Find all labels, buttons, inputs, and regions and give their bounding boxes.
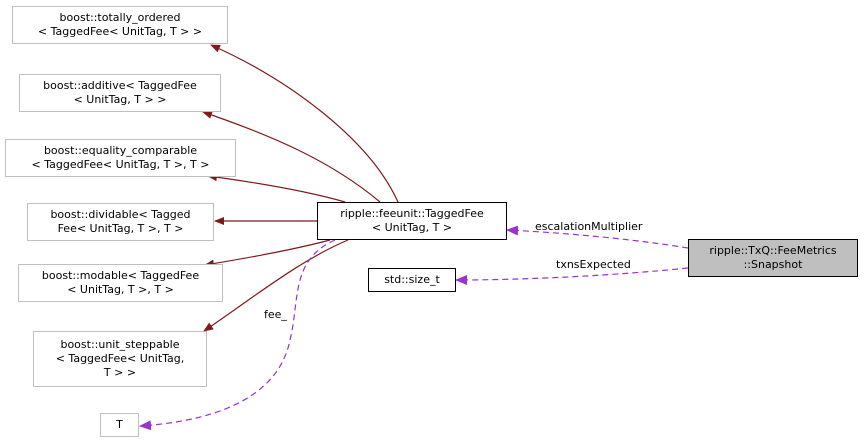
node-boost-additive[interactable]: boost::additive< TaggedFee < UnitTag, T … xyxy=(19,74,221,112)
edge-equality-comparable xyxy=(207,173,346,203)
node-label-line1: ripple::TxQ::FeeMetrics xyxy=(709,244,837,257)
node-label-line2: < UnitTag, T > xyxy=(371,221,453,234)
node-label-line1: boost::unit_steppable xyxy=(60,338,180,351)
edge-escalation-multiplier xyxy=(506,225,689,249)
node-label-line1: boost::dividable< Tagged xyxy=(50,208,191,221)
node-label-line2: < TaggedFee< UnitTag, T > > xyxy=(37,25,203,38)
node-label-line1: boost::equality_comparable xyxy=(43,144,198,157)
edge-unit-steppable xyxy=(203,239,349,332)
node-label-line2: < UnitTag, T >, T > xyxy=(67,283,174,296)
node-boost-totally-ordered[interactable]: boost::totally_ordered < TaggedFee< Unit… xyxy=(12,6,228,44)
node-label-line2: < UnitTag, T > > xyxy=(73,93,167,106)
node-label-line1: boost::totally_ordered xyxy=(59,11,181,24)
node-label-line1: std::size_t xyxy=(384,273,440,286)
node-boost-dividable[interactable]: boost::dividable< Tagged Fee< UnitTag, T… xyxy=(27,203,214,241)
node-label-line1: T xyxy=(116,418,123,431)
edge-label-escalation-multiplier: escalationMultiplier xyxy=(535,220,643,233)
node-boost-equality-comparable[interactable]: boost::equality_comparable < TaggedFee< … xyxy=(5,139,236,177)
edge-txns-expected xyxy=(455,267,689,285)
node-label-line3: T > > xyxy=(103,366,137,379)
edge-totally-ordered xyxy=(210,44,399,203)
node-T[interactable]: T xyxy=(100,413,139,437)
node-boost-unit-steppable[interactable]: boost::unit_steppable < TaggedFee< UnitT… xyxy=(33,331,207,387)
node-label-line2: < TaggedFee< UnitTag, T >, T > xyxy=(31,158,210,171)
node-label-line1: boost::additive< TaggedFee xyxy=(43,79,197,92)
node-std-size-t[interactable]: std::size_t xyxy=(368,268,456,292)
node-fee-metrics-snapshot: ripple::TxQ::FeeMetrics ::Snapshot xyxy=(688,239,858,277)
node-label-line1: boost::modable< TaggedFee xyxy=(41,269,200,282)
edge-additive xyxy=(202,111,381,203)
edge-modable xyxy=(204,239,331,268)
node-label-line2: ::Snapshot xyxy=(743,258,803,271)
node-label-line1: ripple::feeunit::TaggedFee xyxy=(340,207,484,220)
edge-label-fee: fee_ xyxy=(264,308,287,321)
edge-label-txns-expected: txnsExpected xyxy=(556,258,631,271)
node-tagged-fee[interactable]: ripple::feeunit::TaggedFee < UnitTag, T … xyxy=(317,202,507,240)
node-label-line2: < TaggedFee< UnitTag, xyxy=(55,352,185,365)
node-boost-modable[interactable]: boost::modable< TaggedFee < UnitTag, T >… xyxy=(18,264,223,302)
node-label-line2: Fee< UnitTag, T >, T > xyxy=(57,222,184,235)
edge-fee xyxy=(139,239,336,431)
